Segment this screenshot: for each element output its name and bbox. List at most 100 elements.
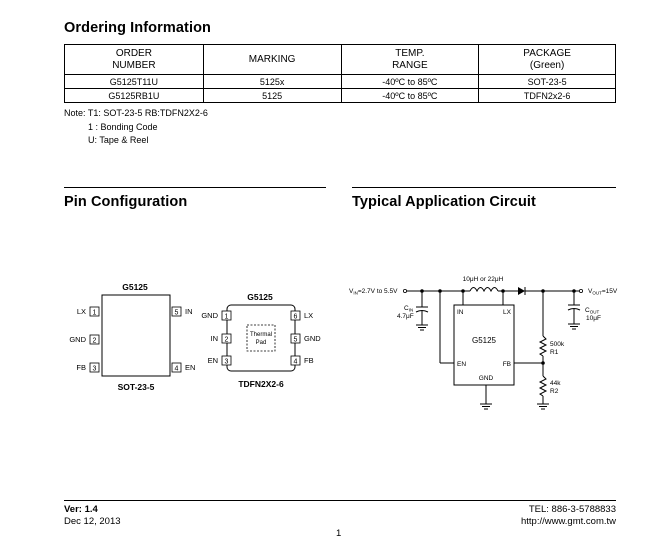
sot-package-body: [101, 294, 171, 377]
ordering-note: Note: T1: SOT-23-5 RB:TDFN2X2-6: [64, 108, 208, 118]
r1-resistor: [538, 335, 548, 357]
table-row: G5125T11U 5125x -40ºC to 85ºC SOT-23-5: [64, 74, 616, 89]
table-cell: 5125: [202, 88, 342, 103]
junction-dot: [501, 289, 505, 293]
tdfn-pin-name: LX: [304, 311, 313, 320]
sot-pin-number: 3: [93, 366, 97, 373]
tdfn-pin-name: FB: [304, 356, 314, 365]
junction-dot: [438, 289, 442, 293]
tdfn-pin-number: 2: [225, 337, 229, 344]
tdfn-pin-name: EN: [208, 356, 218, 365]
tel-label: TEL: 886-3-5788833: [528, 504, 616, 515]
table-cell: -40ºC to 85ºC: [340, 74, 480, 89]
date-label: Dec 12, 2013: [64, 516, 121, 527]
junction-dot: [541, 361, 545, 365]
col-header-marking: MARKING: [202, 44, 342, 75]
page-number: 1: [336, 528, 342, 539]
thermal-pad-label: Pad: [256, 340, 267, 346]
junction-dot: [572, 289, 576, 293]
cout-value: 10μF: [586, 315, 601, 322]
r2-resistor: [538, 375, 548, 397]
tdfn-pin-number: 5: [294, 337, 298, 344]
table-cell: G5125RB1U: [64, 88, 204, 103]
tdfn-pin-number: 6: [294, 314, 298, 321]
chip-pin-in: IN: [457, 309, 464, 316]
cout-plate: [567, 308, 581, 311]
tdfn-pin-box: [221, 355, 232, 366]
tdfn-pin-number: 1: [225, 314, 229, 321]
col-header-temp-range: TEMP.RANGE: [340, 44, 480, 75]
tdfn-pin-name: GND: [201, 311, 218, 320]
section-divider: [64, 187, 326, 188]
inductor-value: 10μH or 22μH: [463, 276, 504, 283]
cin-value: 4.7μF: [397, 313, 414, 320]
url-link[interactable]: http://www.gmt.com.tw: [520, 516, 616, 527]
tdfn-pin-name: IN: [211, 334, 219, 343]
chip-pin-gnd: GND: [479, 375, 494, 382]
tdfn-pin-box: [221, 333, 232, 344]
sot-pin-box: [89, 306, 100, 317]
sot-pin-number: 5: [175, 310, 179, 317]
sot-pin-name: LX: [77, 307, 86, 316]
ordering-note: 1 : Bonding Code: [88, 122, 158, 132]
table-cell: G5125T11U: [64, 74, 204, 89]
sot-pin-name: EN: [185, 363, 195, 372]
chip-pin-en: EN: [457, 361, 466, 368]
tdfn-package-label: TDFN2X2-6: [238, 379, 284, 389]
sot-pin-number: 4: [175, 366, 179, 373]
pin-configuration-diagram: G5125 LX 1 GND 2 FB 3 5 IN 4 EN SOT-23-5…: [69, 282, 321, 392]
sot-pin-name: GND: [69, 335, 86, 344]
vin-label: VIN=2.7V to 5.5V: [349, 288, 398, 296]
junction-dot: [461, 289, 465, 293]
thermal-pad-label: Thermal: [250, 332, 272, 338]
tdfn-pin-box: [290, 355, 301, 366]
chip-pin-lx: LX: [503, 309, 512, 316]
sot-pin-number: 1: [93, 310, 97, 317]
vout-terminal: [579, 288, 584, 293]
diode-symbol: [518, 287, 525, 295]
tdfn-pin-box: [221, 310, 232, 321]
tdfn-chip-label: G5125: [247, 292, 273, 302]
junction-dot: [541, 289, 545, 293]
version-label: Ver: 1.4: [64, 504, 98, 515]
section-divider: [352, 187, 616, 188]
table-cell: 5125x: [202, 74, 342, 89]
pin-config-title: Pin Configuration: [64, 194, 188, 210]
tdfn-pin-number: 3: [225, 359, 229, 366]
sot-pin-number: 2: [93, 338, 97, 345]
sot-pin-box: [171, 306, 182, 317]
sot-pin-name: IN: [185, 307, 193, 316]
ordering-title: Ordering Information: [64, 20, 211, 36]
inductor-symbol: [469, 287, 499, 293]
tdfn-pin-name: GND: [304, 334, 321, 343]
table-row: G5125RB1U 5125 -40ºC to 85ºC TDFN2x2-6: [64, 88, 616, 103]
r2-value: 44k: [550, 380, 561, 387]
table-cell: -40ºC to 85ºC: [340, 88, 480, 103]
sot-pin-box: [89, 362, 100, 373]
sot-pin-box: [171, 362, 182, 373]
r1-label: R1: [550, 349, 559, 356]
tdfn-pin-box: [290, 310, 301, 321]
sot-package-label: SOT-23-5: [118, 382, 155, 392]
footer-divider: [64, 500, 616, 501]
tdfn-pin-number: 4: [294, 359, 298, 366]
vout-label: VOUT=15V: [588, 288, 618, 296]
tdfn-pin-box: [290, 333, 301, 344]
sot-chip-label: G5125: [122, 282, 148, 292]
sot-pin-name: FB: [76, 363, 86, 372]
tdfn-package-body: [226, 304, 296, 372]
table-cell: TDFN2x2-6: [478, 88, 616, 103]
app-circuit-title: Typical Application Circuit: [352, 194, 536, 210]
cin-plate: [415, 310, 429, 313]
cout-label: COUT: [585, 307, 599, 315]
chip-pin-fb: FB: [503, 361, 511, 368]
cin-label: CIN: [404, 305, 413, 313]
sot-pin-box: [89, 334, 100, 345]
r1-value: 500k: [550, 341, 565, 348]
table-cell: SOT-23-5: [478, 74, 616, 89]
r2-label: R2: [550, 388, 559, 395]
col-header-package: PACKAGE(Green): [478, 44, 616, 75]
chip-label: G5125: [472, 336, 497, 345]
